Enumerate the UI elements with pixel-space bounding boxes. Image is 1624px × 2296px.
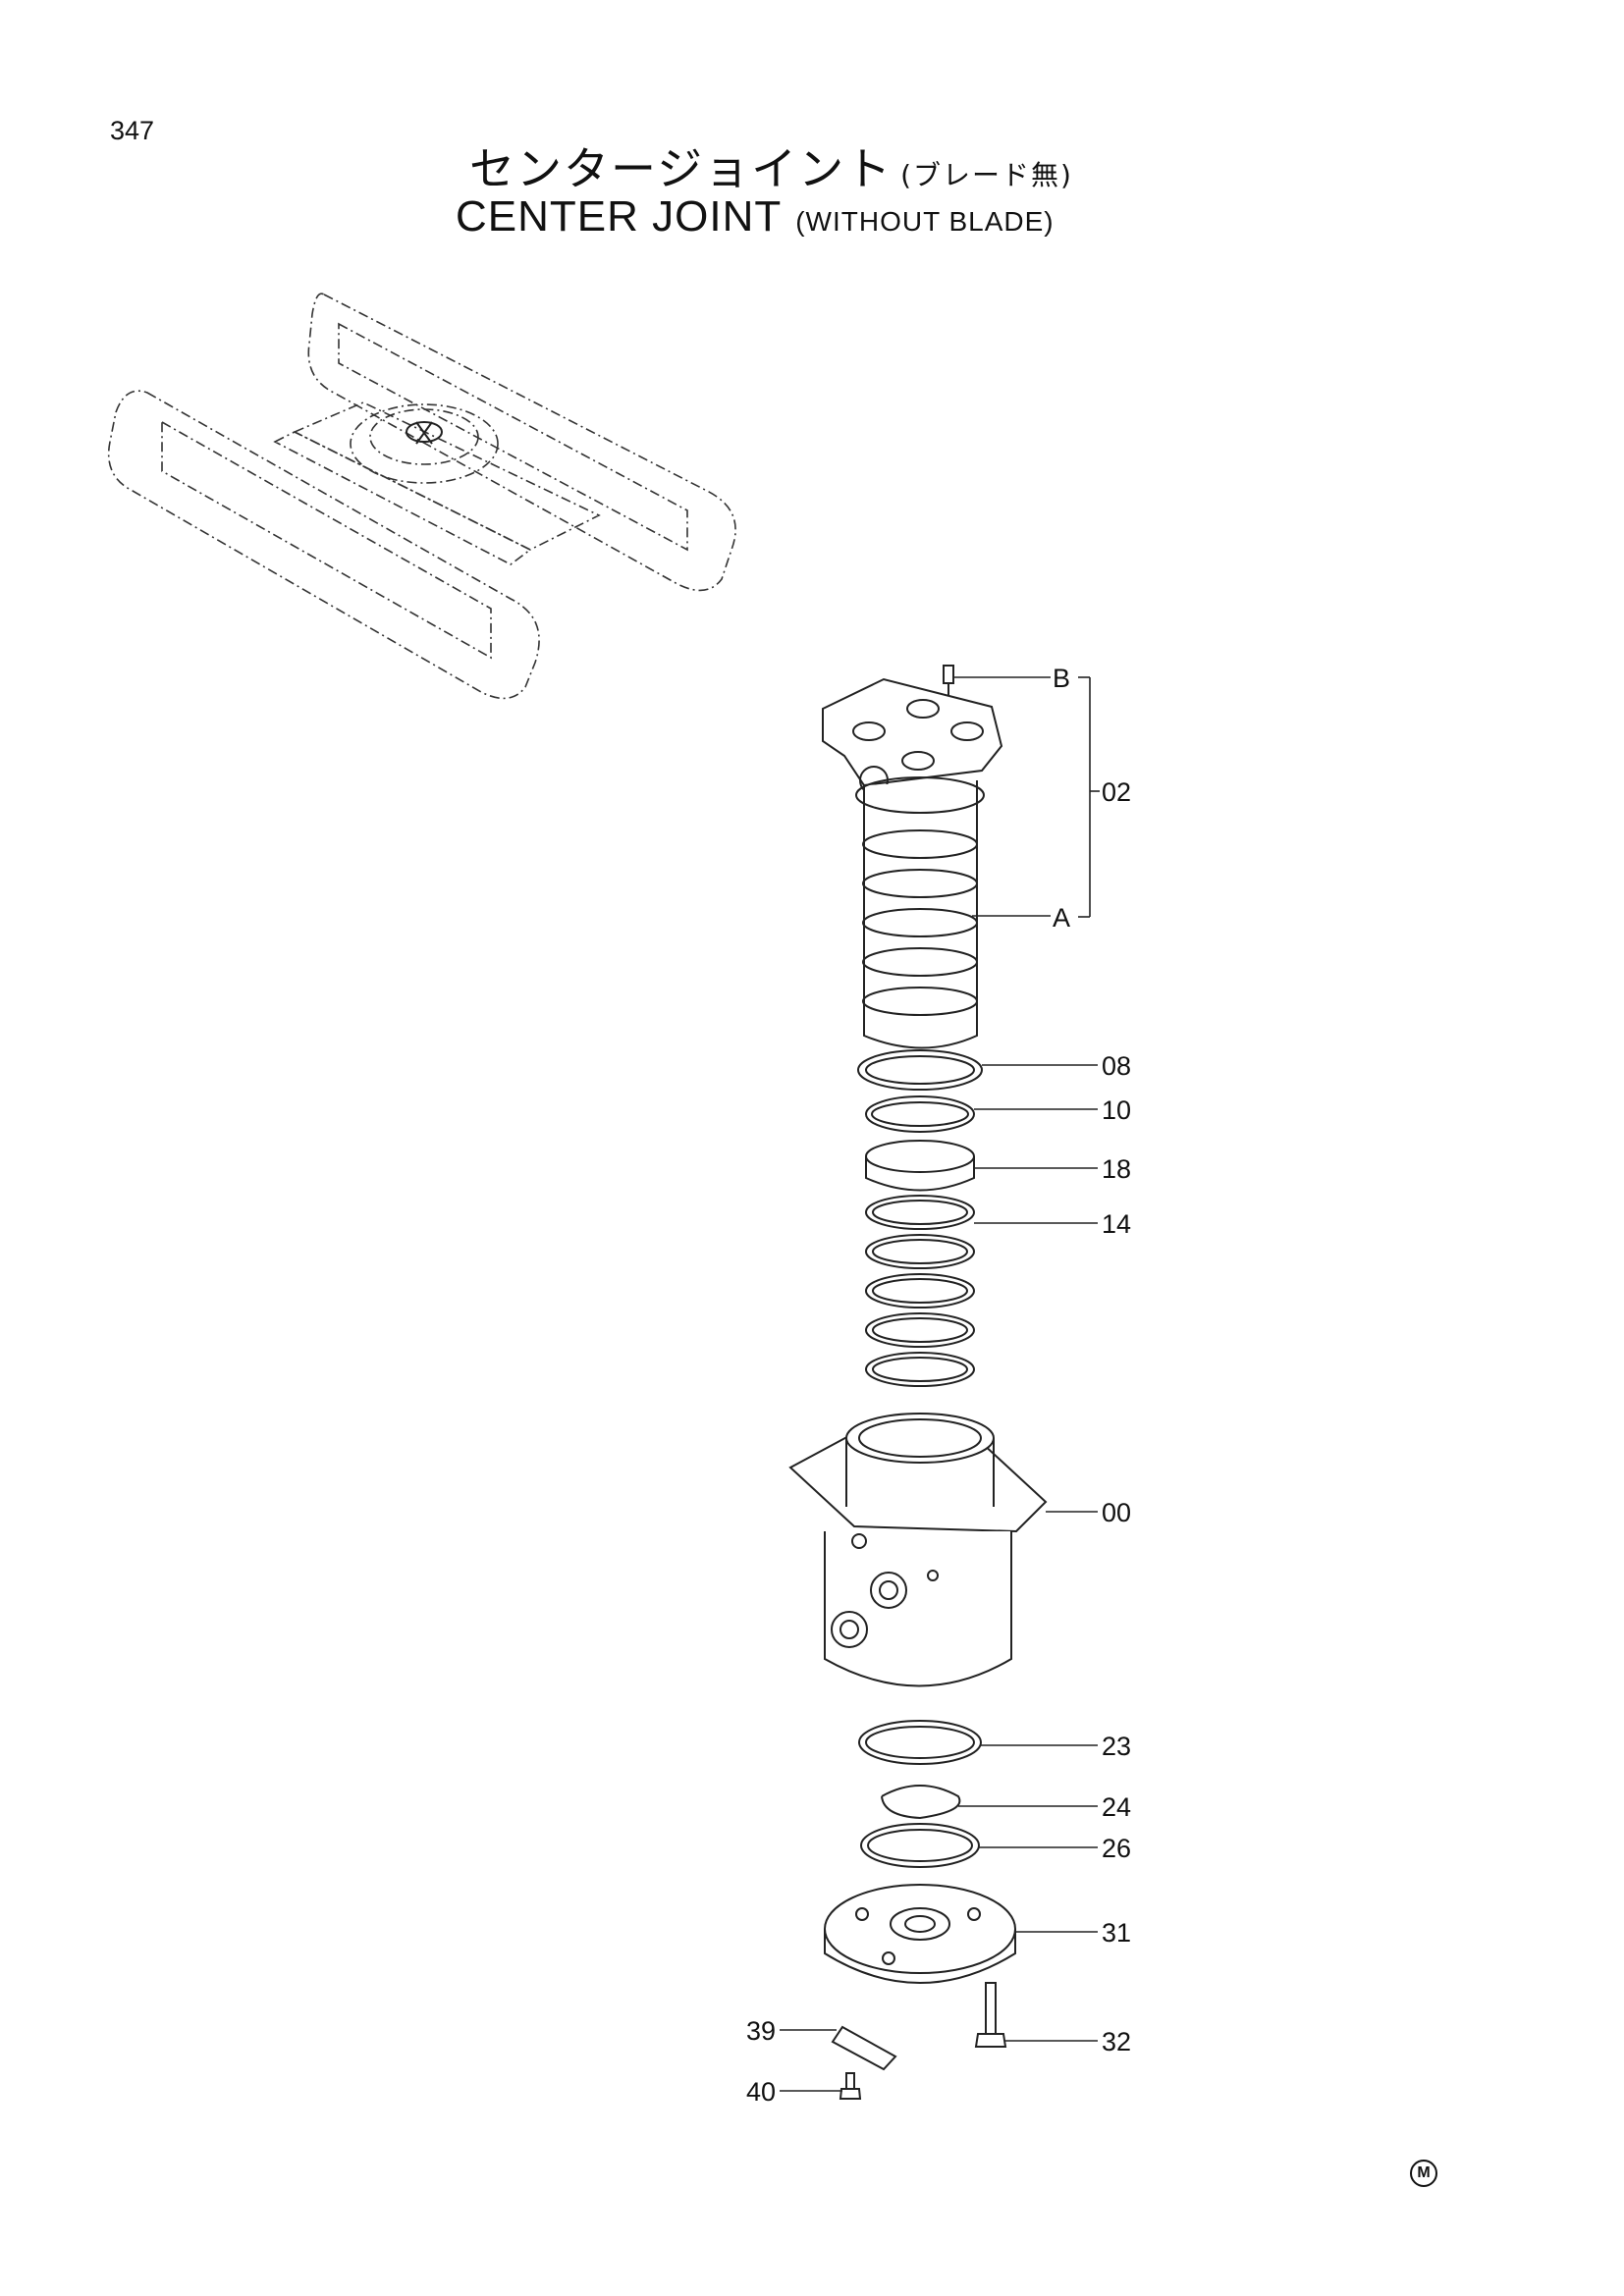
callout-31: 31 [1102,1918,1131,1948]
callout-00: 00 [1102,1498,1131,1527]
spindle-head [822,677,1003,795]
ring-part-10 [865,1095,975,1133]
seal-part-26 [860,1823,980,1868]
spindle-body-part-a [855,776,985,1049]
callout-26: 26 [1102,1834,1131,1863]
callout-39: 39 [746,2016,776,2046]
title-jp-sub: (ブレード無) [900,159,1073,191]
ring-part-18 [865,1140,975,1192]
plate-part-39 [831,2025,897,2071]
callout-02: 02 [1102,777,1131,807]
callout-08: 08 [1102,1051,1131,1081]
title-en-sub: (WITHOUT BLADE) [795,206,1055,237]
seal-part-08 [857,1049,983,1091]
callout-labels: B A 02 08 10 18 14 00 23 24 26 31 32 39 … [746,664,1131,2107]
callout-10: 10 [1102,1095,1131,1125]
title-english: CENTER JOINT (WITHOUT BLADE) [456,192,1055,241]
plug-part-b [943,665,954,697]
page-number: 347 [110,116,155,145]
center-joint-assembly [788,665,1048,2100]
m-circle-mark: M [1410,2160,1437,2187]
bolt-part-32 [974,1982,1007,2048]
callout-14: 14 [1102,1209,1131,1239]
title-jp-main: センタージョイント [469,142,893,195]
callout-23: 23 [1102,1732,1131,1761]
leader-lines [780,676,1100,2092]
callout-24: 24 [1102,1792,1131,1822]
callout-40: 40 [746,2077,776,2107]
bolt-part-40 [839,2072,862,2100]
callout-32: 32 [1102,2027,1131,2056]
cover-part-31 [824,1884,1016,1984]
snap-ring-part-24 [881,1785,961,1820]
title-en-main: CENTER JOINT [456,192,783,240]
seal-stack-part-14 [865,1195,975,1387]
housing-part-00 [788,1413,1048,1687]
turntable-center-mark [406,421,443,445]
callout-18: 18 [1102,1154,1131,1184]
title-japanese: センタージョイント(ブレード無) [469,133,1073,198]
o-ring-part-23 [858,1720,982,1765]
callout-b: B [1053,664,1070,693]
callout-a: A [1053,903,1070,933]
undercarriage-locator-illustration [107,293,736,700]
